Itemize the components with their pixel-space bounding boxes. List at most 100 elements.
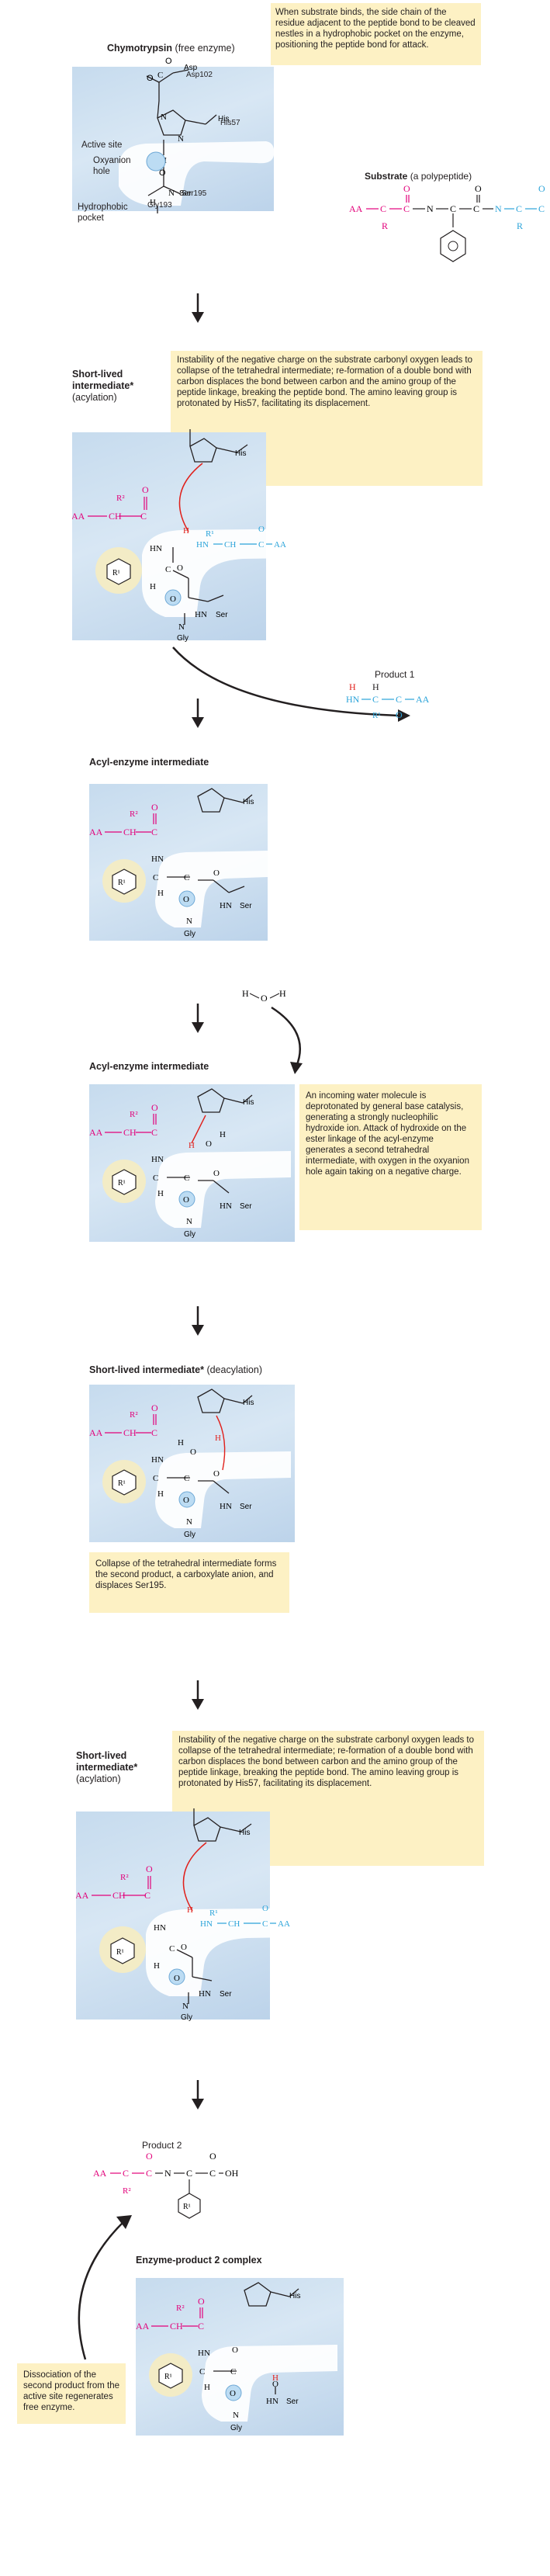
step6-note: Instability of the negative charge on th… <box>172 1731 484 1866</box>
svg-text:Gly: Gly <box>184 1531 195 1539</box>
svg-text:N: N <box>186 1517 192 1527</box>
svg-text:O: O <box>475 183 482 194</box>
svg-text:O: O <box>146 2151 153 2162</box>
svg-text:Ser: Ser <box>240 902 252 910</box>
svg-text:HN: HN <box>195 610 207 619</box>
svg-text:O: O <box>177 563 183 573</box>
svg-text:N: N <box>427 203 434 214</box>
svg-text:H: H <box>157 889 164 898</box>
svg-text:H: H <box>372 681 379 692</box>
svg-text:O: O <box>190 1447 196 1457</box>
substrate-title-main: Substrate <box>365 171 408 182</box>
svg-text:R¹: R¹ <box>118 1479 126 1488</box>
arrow-down-3 <box>192 1004 204 1033</box>
svg-text:H: H <box>150 198 156 207</box>
svg-text:AA: AA <box>416 694 430 705</box>
svg-text:R: R <box>382 220 388 231</box>
svg-text:AA: AA <box>89 1127 103 1138</box>
step5-note: Collapse of the tetrahedral intermediate… <box>89 1552 289 1613</box>
complex-title: Enzyme-product 2 complex <box>136 2255 262 2266</box>
svg-text:His: His <box>239 1829 250 1837</box>
substrate-title-sub: (a polypeptide) <box>410 171 472 182</box>
svg-text:C: C <box>184 1474 189 1483</box>
svg-text:H: H <box>150 582 156 591</box>
svg-text:HN: HN <box>346 694 360 705</box>
asp-label-1: Asp102 <box>186 71 213 79</box>
step6-title: Short-lived intermediate* (acylation) <box>76 1750 161 1785</box>
svg-text:O: O <box>262 1904 268 1913</box>
svg-text:AA: AA <box>274 540 286 550</box>
svg-text:H: H <box>157 1189 164 1198</box>
svg-text:Gly: Gly <box>177 634 189 643</box>
water-molecule: H O H <box>242 988 303 1074</box>
svg-text:Asp: Asp <box>184 64 198 72</box>
svg-text:O: O <box>151 1102 158 1113</box>
svg-text:R¹: R¹ <box>118 879 126 887</box>
svg-text:C: C <box>165 565 171 574</box>
svg-text:N: N <box>186 917 192 926</box>
svg-text:O: O <box>232 2345 238 2355</box>
svg-text:R¹: R¹ <box>112 569 120 577</box>
product1-arrow <box>172 647 410 722</box>
svg-text:His: His <box>235 449 246 458</box>
step2-title: Short-lived intermediate* (acylation) <box>72 369 157 404</box>
svg-text:CH: CH <box>123 1127 137 1138</box>
svg-text:R¹: R¹ <box>118 1179 126 1187</box>
his-label-1: His57 <box>220 119 240 127</box>
product1-structure: HN C C AA H H R¹ O <box>346 681 430 720</box>
svg-text:C: C <box>157 71 163 80</box>
arrow-down-4 <box>192 1306 204 1336</box>
svg-text:N: N <box>178 622 185 632</box>
svg-text:C: C <box>262 1919 268 1929</box>
svg-text:Gly: Gly <box>184 930 195 938</box>
svg-text:O: O <box>261 993 268 1004</box>
svg-text:R²: R² <box>130 810 138 819</box>
svg-text:C: C <box>153 873 158 882</box>
svg-text:O: O <box>213 1169 220 1178</box>
svg-text:AA: AA <box>76 1890 89 1901</box>
svg-text:R²: R² <box>130 1410 138 1420</box>
svg-text:CH: CH <box>170 2321 183 2332</box>
svg-text:N: N <box>182 2002 189 2011</box>
svg-text:C: C <box>151 827 157 837</box>
active-site-label: Active site <box>81 140 123 150</box>
svg-text:His: His <box>218 115 229 123</box>
svg-text:C: C <box>184 873 189 882</box>
svg-text:C: C <box>380 203 386 214</box>
svg-text:O: O <box>213 1469 220 1479</box>
svg-text:HN: HN <box>220 1502 232 1511</box>
svg-text:C: C <box>140 511 147 522</box>
step3-title: Acyl-enzyme intermediate <box>89 757 209 768</box>
svg-text:O: O <box>146 1864 153 1874</box>
svg-text:HN: HN <box>200 1919 213 1929</box>
svg-text:O: O <box>213 868 220 878</box>
svg-text:C: C <box>450 203 456 214</box>
svg-text:O: O <box>230 2389 236 2398</box>
svg-text:N: N <box>164 2168 171 2179</box>
svg-text:HN: HN <box>266 2397 278 2406</box>
step2-intermediate-diagram: R¹ AA CH C O R² HN C H O O HN Ser N Gly … <box>72 429 413 643</box>
svg-text:C: C <box>146 2168 152 2179</box>
product2-structure: AA C C N C C OH R² O O R¹ <box>93 2151 239 2219</box>
svg-text:O: O <box>174 1974 180 1983</box>
svg-text:N: N <box>168 189 175 198</box>
svg-text:CH: CH <box>123 827 137 837</box>
oxyanion-hole-label: Oxyanion hole <box>93 156 131 176</box>
svg-text:R¹: R¹ <box>206 529 214 539</box>
substrate-structure: AA C C N C C N C C R O O O R <box>349 183 545 262</box>
svg-text:O: O <box>181 1943 187 1952</box>
arrow-down-6 <box>192 2080 204 2110</box>
svg-text:HN: HN <box>151 1455 164 1465</box>
svg-text:C: C <box>151 1127 157 1138</box>
svg-text:CH: CH <box>224 540 236 550</box>
svg-text:His: His <box>243 1098 254 1107</box>
svg-text:C: C <box>372 694 379 705</box>
svg-text:Gly: Gly <box>184 1230 195 1239</box>
svg-text:Ser: Ser <box>179 189 192 198</box>
svg-text:R²: R² <box>116 494 125 503</box>
svg-text:CH: CH <box>112 1890 126 1901</box>
svg-text:AA: AA <box>72 511 85 522</box>
svg-text:HN: HN <box>198 2349 210 2358</box>
svg-text:H: H <box>279 988 286 999</box>
ser-label-1: Ser195 <box>182 189 207 198</box>
